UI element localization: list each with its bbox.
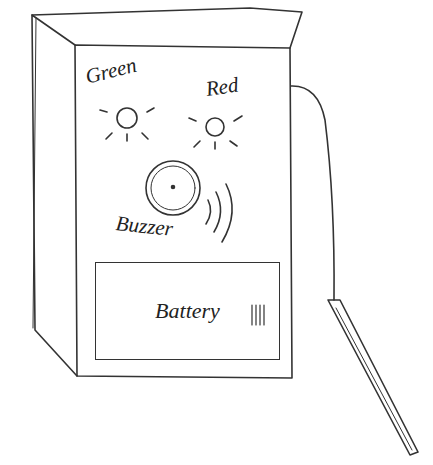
buzzer-hole	[172, 186, 175, 189]
battery-label: Battery	[155, 298, 220, 324]
part-label: Red	[204, 74, 240, 101]
sound-waves	[206, 184, 232, 242]
side-face	[32, 15, 77, 376]
light-rays	[189, 116, 242, 149]
green-led	[117, 108, 137, 128]
part-label: Green	[83, 54, 139, 89]
battery-hatch	[252, 305, 264, 325]
probe-wire	[291, 86, 334, 300]
part-label: Buzzer	[115, 212, 174, 241]
red-led	[206, 118, 224, 136]
probe	[328, 300, 418, 455]
front-face	[75, 45, 292, 378]
sketch-stroke	[33, 18, 36, 328]
battery-compartment: Battery	[95, 262, 280, 360]
buzzer-rim	[151, 166, 195, 210]
light-rays	[100, 108, 154, 141]
top-face	[32, 8, 302, 48]
buzzer	[146, 161, 200, 215]
probe-stroke	[336, 308, 412, 450]
